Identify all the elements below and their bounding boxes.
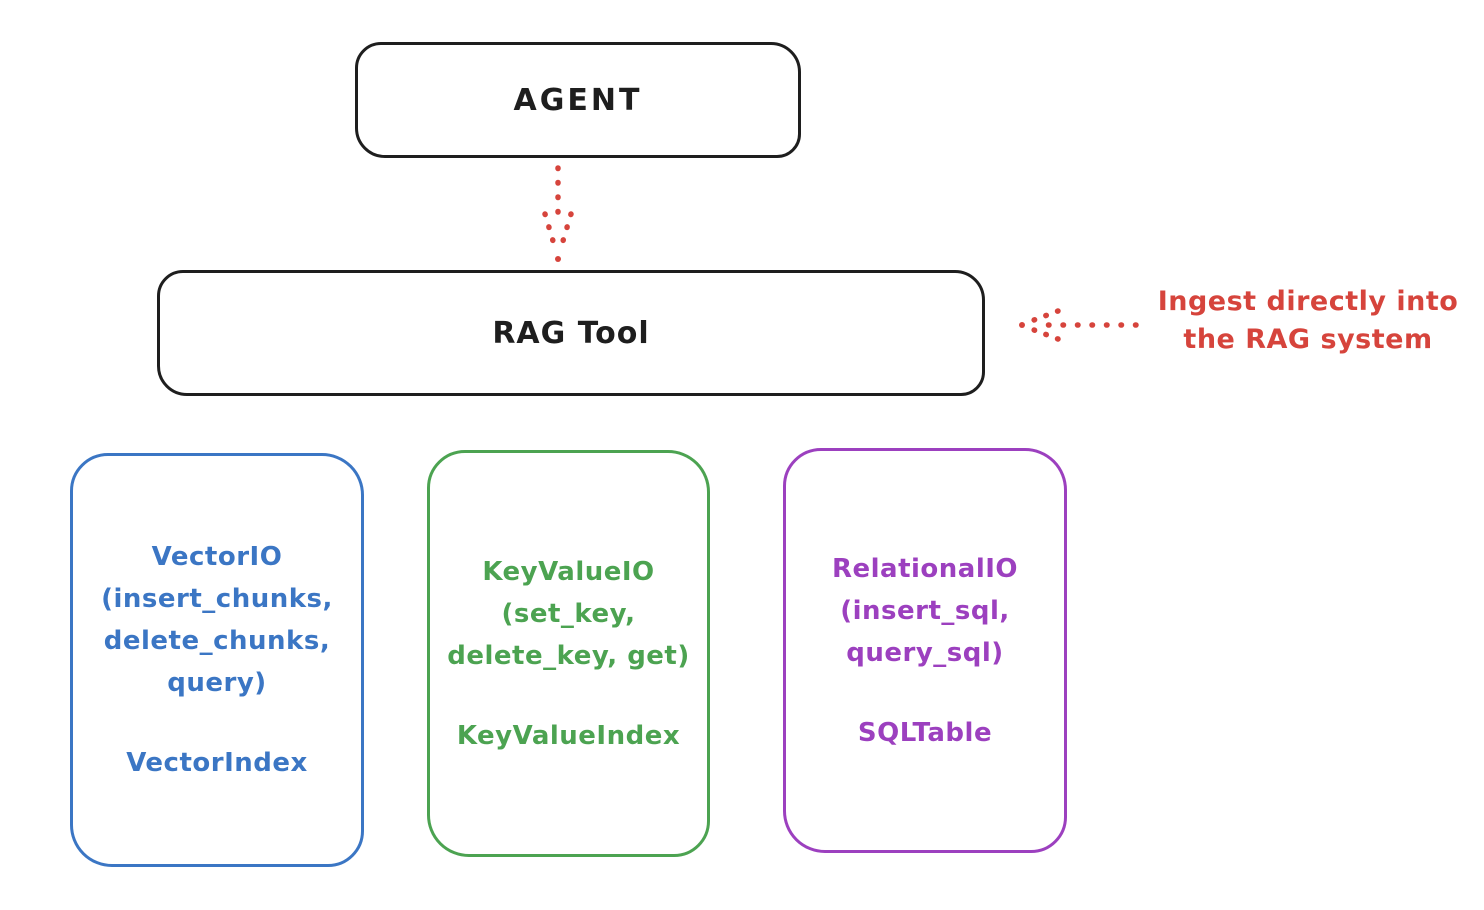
agent-label: AGENT bbox=[513, 82, 643, 118]
ingest-annotation: Ingest directly into the RAG system bbox=[1140, 283, 1476, 359]
relational-io-args-line2: query_sql) bbox=[846, 637, 1004, 668]
ingest-annotation-line1: Ingest directly into bbox=[1157, 286, 1459, 317]
vector-io-box: VectorIO (insert_chunks, delete_chunks, … bbox=[70, 453, 364, 867]
relational-io-methods: RelationalIO (insert_sql, query_sql) bbox=[832, 548, 1018, 674]
vector-io-args-line2: delete_chunks, bbox=[103, 626, 331, 656]
keyvalue-io-title: KeyValueIO bbox=[482, 556, 655, 587]
ingest-annotation-line2: the RAG system bbox=[1183, 324, 1433, 355]
vector-io-args-line3: query) bbox=[167, 668, 267, 698]
agent-box: AGENT bbox=[355, 42, 801, 158]
vector-io-title: VectorIO bbox=[151, 542, 283, 572]
relational-io-box: RelationalIO (insert_sql, query_sql) SQL… bbox=[783, 448, 1067, 853]
dotted-arrow-down-icon bbox=[542, 165, 574, 262]
vector-index-label: VectorIndex bbox=[126, 748, 308, 778]
relational-io-title: RelationalIO bbox=[831, 553, 1019, 584]
keyvalue-io-box: KeyValueIO (set_key, delete_key, get) Ke… bbox=[427, 450, 710, 857]
keyvalue-index-label: KeyValueIndex bbox=[456, 720, 681, 751]
vector-io-methods: VectorIO (insert_chunks, delete_chunks, … bbox=[101, 536, 333, 704]
relational-index-label: SQLTable bbox=[857, 717, 993, 748]
vector-io-args-line1: (insert_chunks, bbox=[101, 584, 333, 614]
relational-io-args-line1: (insert_sql, bbox=[840, 595, 1010, 626]
rag-tool-box: RAG Tool bbox=[157, 270, 985, 396]
rag-tool-label: RAG Tool bbox=[492, 315, 650, 351]
keyvalue-io-args-line1: (set_key, bbox=[501, 598, 636, 629]
dotted-arrow-left-icon bbox=[1019, 308, 1139, 342]
keyvalue-io-args-line2: delete_key, get) bbox=[447, 640, 690, 671]
keyvalue-io-methods: KeyValueIO (set_key, delete_key, get) bbox=[447, 551, 690, 677]
